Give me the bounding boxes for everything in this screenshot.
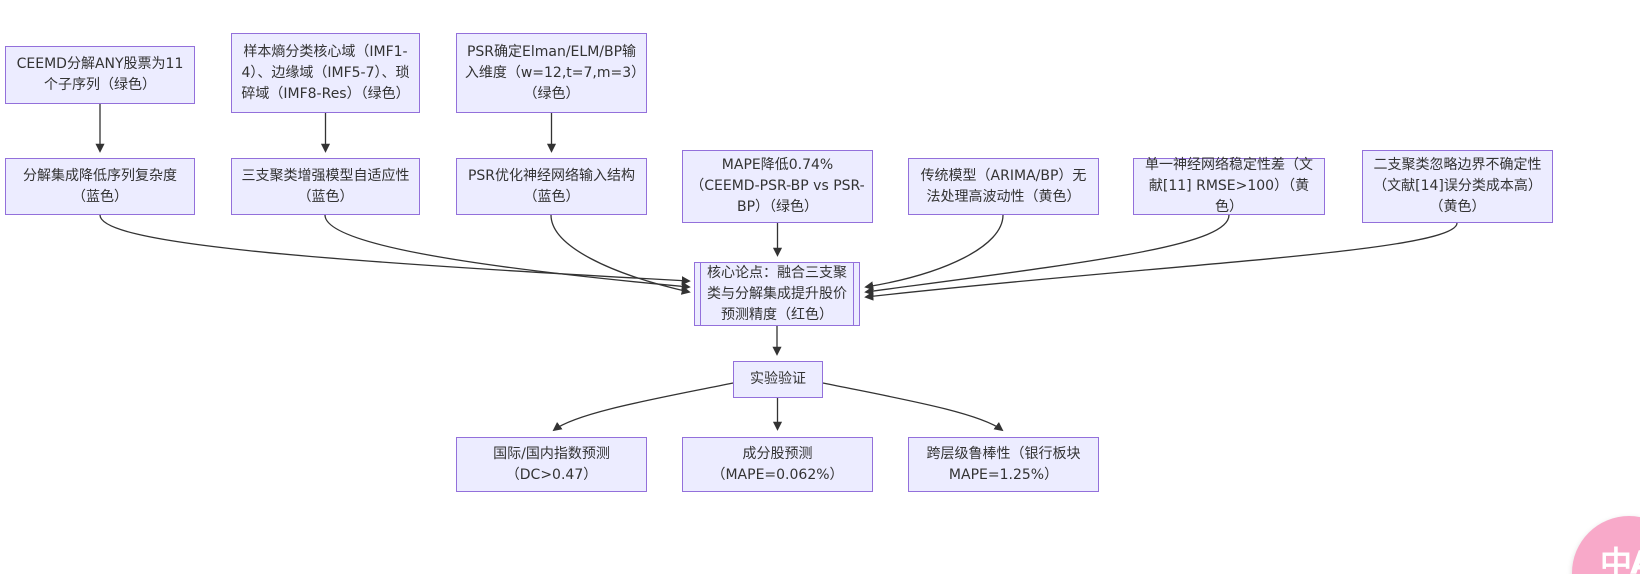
flow-node-index-prediction-label: 国际/国内指数预测（DC>0.47） [493,445,610,483]
flow-node-psr-optimization-label: PSR优化神经网络输入结构（蓝色） [467,167,636,205]
edge-experiment-indexpred [552,382,734,432]
edge-twoway-core [864,222,1458,301]
translate-button-label: 中A [1600,544,1640,574]
edge-decomp-core [99,214,691,286]
flow-node-experiment-validation-label: 实验验证 [750,371,806,387]
flow-node-sample-entropy: 样本熵分类核心域（IMF1-4）、边缘域（IMF5-7）、琐碎域（IMF8-Re… [231,33,420,113]
flow-node-twoway-clustering: 二支聚类忽略边界不确定性（文献[14]误分类成本高）（黄色） [1362,150,1553,223]
flow-node-mape-reduction-label: MAPE降低0.74%（CEEMD-PSR-BP vs PSR-BP）（绿色） [690,157,865,215]
flow-node-core-thesis-label: 核心论点：融合三支聚类与分解集成提升股价预测精度（红色） [707,264,847,323]
flow-node-psr-optimization: PSR优化神经网络输入结构（蓝色） [456,158,647,215]
flow-node-threeway-clustering-label: 三支聚类增强模型自适应性（蓝色） [241,167,410,205]
flow-node-decomposition-ensemble-label: 分解集成降低序列复杂度（蓝色） [23,167,177,205]
flow-node-traditional-models: 传统模型（ARIMA/BP）无法处理高波动性（黄色） [908,158,1099,215]
translate-button[interactable]: 中A [1572,516,1640,574]
flow-node-psr-input-dimension-label: PSR确定Elman/ELM/BP输入维度（w=12,t=7,m=3）（绿色） [464,43,639,102]
flow-node-decomposition-ensemble: 分解集成降低序列复杂度（蓝色） [5,158,195,215]
flow-node-threeway-clustering: 三支聚类增强模型自适应性（蓝色） [231,158,420,215]
edge-singlenn-core [864,214,1230,296]
flow-node-single-nn-instability-label: 单一神经网络稳定性差（文献[11] RMSE>100）（黄色） [1145,157,1313,215]
flow-node-cross-level-robustness-label: 跨层级鲁棒性（银行板块 MAPE=1.25%） [926,445,1081,483]
flow-node-twoway-clustering-label: 二支聚类忽略边界不确定性（文献[14]误分类成本高）（黄色） [1373,157,1542,215]
flow-node-ceemd: CEEMD分解ANY股票为11个子序列（绿色） [5,46,195,104]
flow-node-experiment-validation: 实验验证 [733,361,823,398]
edge-traditional-core [864,214,1004,291]
flow-node-index-prediction: 国际/国内指数预测（DC>0.47） [456,437,647,492]
edge-psropt-core [550,214,691,295]
flow-node-single-nn-instability: 单一神经网络稳定性差（文献[11] RMSE>100）（黄色） [1133,157,1325,215]
flow-node-traditional-models-label: 传统模型（ARIMA/BP）无法处理高波动性（黄色） [920,167,1087,205]
flow-node-constituent-prediction: 成分股预测（MAPE=0.062%） [682,437,873,492]
flow-node-cross-level-robustness: 跨层级鲁棒性（银行板块 MAPE=1.25%） [908,437,1099,492]
flow-node-mape-reduction: MAPE降低0.74%（CEEMD-PSR-BP vs PSR-BP）（绿色） [682,150,873,223]
flow-node-core-thesis-inner: 核心论点：融合三支聚类与分解集成提升股价预测精度（红色） [700,263,854,325]
flow-node-sample-entropy-label: 样本熵分类核心域（IMF1-4）、边缘域（IMF5-7）、琐碎域（IMF8-Re… [241,43,410,102]
edge-threeway-core [324,214,691,291]
flow-node-core-thesis: 核心论点：融合三支聚类与分解集成提升股价预测精度（红色） [694,262,860,326]
flow-node-psr-input-dimension: PSR确定Elman/ELM/BP输入维度（w=12,t=7,m=3）（绿色） [456,33,647,113]
flow-node-constituent-prediction-label: 成分股预测（MAPE=0.062%） [711,445,844,483]
edge-experiment-robustness [822,382,1004,432]
flow-node-ceemd-label: CEEMD分解ANY股票为11个子序列（绿色） [16,56,184,93]
